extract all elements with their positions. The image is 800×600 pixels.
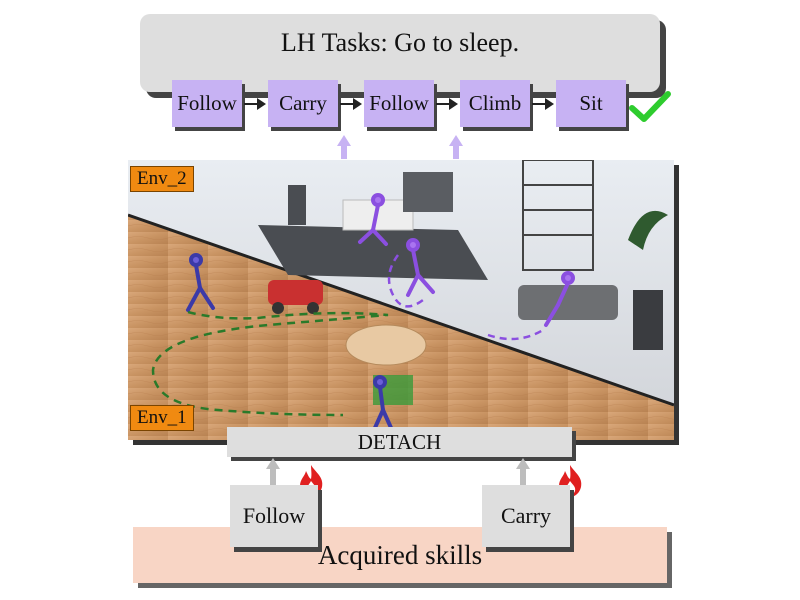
up-arrow-carry-skill <box>516 458 530 490</box>
chain-skill-follow-2: Follow <box>364 80 434 127</box>
env-divider <box>128 213 674 407</box>
plant <box>628 210 668 250</box>
environment-scene <box>128 160 674 440</box>
up-arrow-carry <box>337 135 351 159</box>
shelf <box>522 160 594 271</box>
dresser <box>403 172 453 212</box>
chain-arrow-4 <box>532 98 554 110</box>
acquired-skill-carry: Carry <box>482 485 570 547</box>
check-mark-icon <box>629 91 671 122</box>
chain-skill-climb: Climb <box>460 80 530 127</box>
green-path <box>151 310 389 417</box>
acquired-skill-follow: Follow <box>230 485 318 547</box>
acquired-skills-label: Acquired skills <box>133 527 667 583</box>
purple-path-1 <box>387 254 424 308</box>
purple-path-2 <box>487 328 544 341</box>
chain-skill-sit: Sit <box>556 80 626 127</box>
characters-env2 <box>358 193 575 327</box>
characters-env1 <box>186 253 394 432</box>
sofa <box>518 285 618 320</box>
round-table <box>345 324 427 366</box>
bed-platform <box>258 225 488 280</box>
env1-label: Env_1 <box>130 405 194 431</box>
task-title-box <box>140 14 660 92</box>
env2-label: Env_2 <box>130 166 194 192</box>
up-arrow-follow <box>266 458 280 490</box>
chain-arrow-3 <box>436 98 458 110</box>
toy-truck <box>268 280 323 305</box>
nightstand <box>288 185 306 225</box>
env2-room <box>128 160 674 405</box>
task-title: LH Tasks: Go to sleep. <box>280 28 520 57</box>
chain-arrow-1 <box>244 98 266 110</box>
chain-skill-follow-1: Follow <box>172 80 242 127</box>
up-arrow-climb <box>449 135 463 159</box>
detach-module: DETACH <box>227 427 572 457</box>
chain-skill-carry: Carry <box>268 80 338 127</box>
chain-arrow-2 <box>340 98 362 110</box>
side-cabinet <box>633 290 663 350</box>
